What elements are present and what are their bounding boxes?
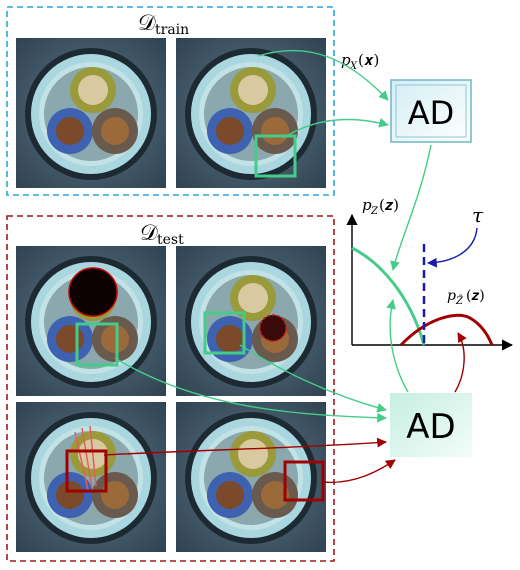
svg-text:p: p — [362, 196, 372, 214]
cut-inner-anomaly — [259, 314, 287, 342]
poke-insulation-anomaly — [74, 425, 97, 491]
ad-box-top: AD — [390, 79, 472, 143]
arrow-ad-bottom-to-normal-curve — [386, 299, 409, 393]
test-image-4 — [176, 402, 326, 552]
arrow-anomaly-patch-2-to-ad — [321, 459, 396, 484]
arrow-ad-bottom-to-anomaly-curve — [454, 332, 467, 393]
svg-text:(𝒙): (𝒙) — [358, 51, 379, 69]
test-set-box — [6, 215, 335, 562]
arrow-anomaly-patch-1-to-ad — [103, 437, 387, 456]
svg-text:(𝒛): (𝒛) — [379, 196, 399, 214]
ad-box-bottom: AD — [390, 393, 472, 457]
density-plot — [346, 213, 514, 351]
train-set-label: 𝒟 train — [128, 10, 214, 38]
arrow-test-patch-2-to-ad — [239, 344, 387, 413]
svg-text:test: test — [157, 232, 184, 248]
train-patch-normal — [254, 134, 297, 178]
train-image-1 — [16, 38, 166, 188]
svg-text:𝒟: 𝒟 — [140, 221, 158, 246]
train-image-2 — [176, 38, 326, 188]
train-set-box — [6, 6, 335, 196]
pz-label: p Z (𝒛) — [362, 196, 399, 217]
svg-text:p: p — [447, 288, 456, 304]
test-patch-normal-1 — [75, 322, 119, 367]
svg-text:Z̃: Z̃ — [455, 295, 464, 307]
svg-text:AD: AD — [408, 94, 455, 132]
test-set-label: 𝒟 test — [130, 220, 210, 248]
anomaly-density-curve — [399, 313, 494, 347]
svg-text:X: X — [349, 61, 358, 72]
test-patch-normal-2 — [203, 311, 246, 355]
pz-tilde-label: p Z̃ (𝒛) — [447, 288, 485, 307]
svg-text:(𝒛): (𝒛) — [466, 288, 485, 304]
normal-density-curve — [351, 246, 426, 346]
tau-label: τ — [472, 203, 484, 227]
test-patch-anomaly-1 — [65, 449, 108, 493]
svg-text:p: p — [341, 51, 351, 69]
svg-text:Z: Z — [370, 206, 379, 217]
px-label: p X (𝒙) — [341, 51, 379, 72]
test-patch-anomaly-2 — [283, 460, 325, 502]
test-image-2 — [176, 246, 326, 396]
arrow-train-image-to-ad — [257, 49, 389, 101]
svg-text:train: train — [155, 22, 189, 38]
svg-text:𝒟: 𝒟 — [138, 11, 156, 36]
arrow-train-patch-to-ad — [282, 118, 389, 139]
tau-arrow — [427, 227, 478, 268]
svg-text:AD: AD — [406, 407, 455, 447]
test-image-3 — [16, 402, 166, 552]
arrow-test-patch-1-to-ad — [114, 357, 387, 423]
missing-wire-anomaly — [68, 267, 118, 317]
arrow-ad-top-to-density — [390, 144, 432, 271]
